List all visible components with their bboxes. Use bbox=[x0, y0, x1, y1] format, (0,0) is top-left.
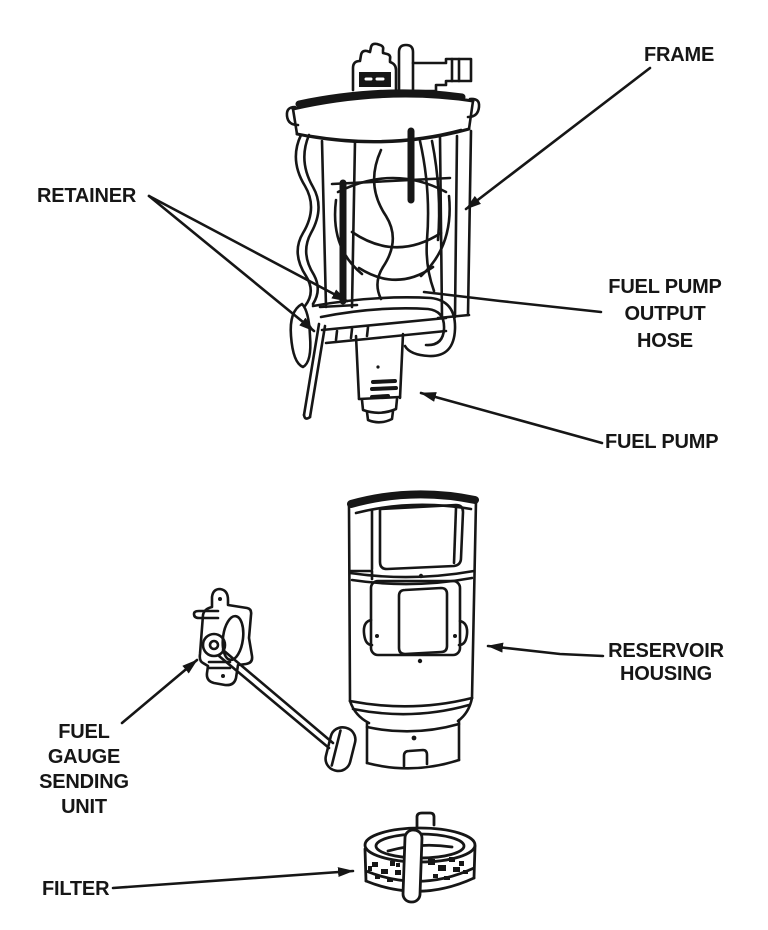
sending-unit-leader-line bbox=[120, 658, 199, 725]
float bbox=[324, 725, 357, 773]
mounting-flange bbox=[285, 89, 481, 144]
sending-unit-drawing bbox=[192, 587, 357, 773]
label-fuel-gauge-sending-unit: FUEL GAUGE SENDING UNIT bbox=[14, 720, 154, 820]
retainer-loop bbox=[311, 296, 457, 358]
reservoir-housing-drawing bbox=[347, 490, 479, 770]
label-line: FUEL PUMP bbox=[608, 276, 722, 298]
frame-struts bbox=[318, 127, 473, 320]
label-line: UNIT bbox=[61, 796, 107, 818]
label-line: SENDING bbox=[39, 771, 129, 793]
filter-drawing bbox=[363, 811, 477, 904]
internal-hoses bbox=[294, 133, 452, 308]
pump-module-drawing bbox=[285, 42, 481, 424]
frame-leader-line bbox=[464, 66, 652, 211]
filter-leader-line bbox=[111, 867, 355, 890]
label-frame: FRAME bbox=[644, 44, 715, 66]
label-line: GAUGE bbox=[47, 746, 121, 768]
label-line: OUTPUT bbox=[624, 303, 706, 325]
label-line: RESERVOIR bbox=[608, 640, 724, 662]
callout-leaders bbox=[111, 66, 652, 890]
label-line: FUEL bbox=[58, 721, 110, 743]
output-hose-leader-line bbox=[422, 290, 603, 314]
label-line: HOSE bbox=[637, 330, 693, 352]
fuel-pump-body bbox=[354, 332, 405, 424]
label-retainer: RETAINER bbox=[37, 185, 137, 207]
retainer-leader-lines bbox=[147, 194, 349, 333]
fuel-pump-leader-line bbox=[419, 391, 604, 445]
flange-fittings bbox=[351, 42, 473, 94]
label-line: HOUSING bbox=[620, 663, 712, 685]
label-filter: FILTER bbox=[42, 878, 110, 900]
reservoir-leader-line bbox=[486, 642, 605, 658]
label-fuel-pump-output-hose: FUEL PUMP OUTPUT HOSE bbox=[585, 274, 745, 355]
label-reservoir-housing: RESERVOIR HOUSING bbox=[586, 640, 746, 686]
label-fuel-pump: FUEL PUMP bbox=[605, 431, 719, 453]
retainer-rod bbox=[302, 322, 327, 420]
